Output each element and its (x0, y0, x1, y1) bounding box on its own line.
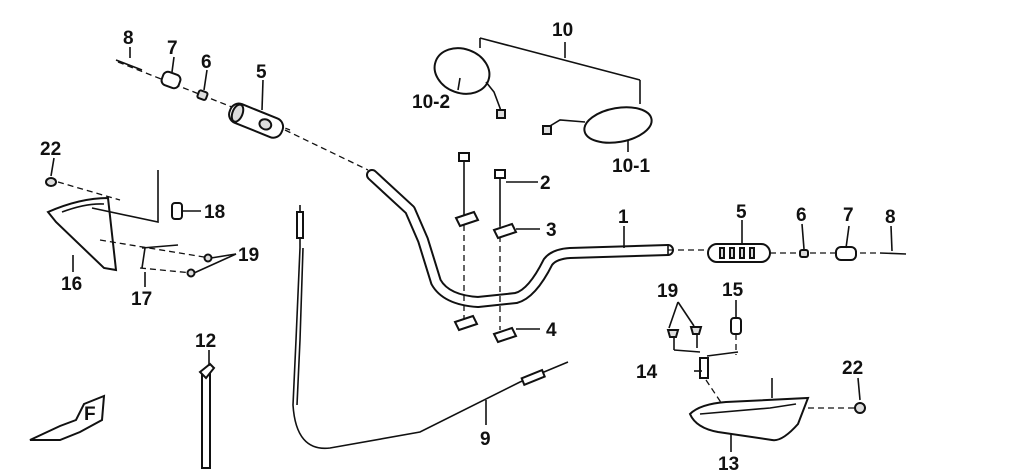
left-grip-assembly (115, 59, 291, 139)
callout-10: 10 (552, 20, 573, 41)
callout-18: 18 (204, 202, 225, 223)
throttle-cable (292, 205, 569, 450)
callout-7-left: 7 (167, 38, 178, 59)
callout-10-2: 10-2 (412, 92, 450, 113)
callout-14: 14 (636, 362, 658, 383)
front-marker-letter: F (84, 404, 96, 425)
callout-12: 12 (195, 331, 216, 352)
callout-13: 13 (718, 454, 739, 475)
handlebar-clamps (453, 152, 518, 344)
right-turn-signal (666, 317, 866, 442)
callout-22-left: 22 (40, 139, 61, 160)
callout-9: 9 (480, 429, 491, 450)
callout-7-right: 7 (843, 205, 854, 226)
callout-2: 2 (540, 173, 551, 194)
rod-12 (198, 362, 216, 469)
left-turn-signal (45, 170, 213, 278)
callout-19-right: 19 (657, 281, 678, 302)
callout-22-right: 22 (842, 358, 863, 379)
callout-6-right: 6 (796, 205, 807, 226)
callout-labels: 8 7 6 5 10 10-2 10-1 2 3 4 1 5 6 7 8 9 1… (40, 20, 896, 475)
callout-10-1: 10-1 (612, 156, 650, 177)
right-grip-assembly (707, 243, 907, 263)
callout-19-left: 19 (238, 245, 259, 266)
handlebar (284, 129, 710, 308)
callout-8-left: 8 (123, 28, 134, 49)
callout-17: 17 (131, 289, 152, 310)
callout-6-left: 6 (201, 52, 212, 73)
callout-16: 16 (61, 274, 82, 295)
front-direction-marker: F (29, 394, 106, 441)
callout-4: 4 (546, 320, 557, 341)
mirror-left (433, 47, 506, 119)
callout-15: 15 (722, 280, 744, 301)
callout-5-right: 5 (736, 202, 747, 223)
mirror-bracket-line (479, 37, 641, 104)
callout-1: 1 (618, 207, 629, 228)
mirror-right (542, 106, 653, 144)
callout-5-left: 5 (256, 62, 267, 83)
callout-8-right: 8 (885, 207, 896, 228)
leader-lines (50, 47, 893, 452)
callout-3: 3 (546, 220, 557, 241)
